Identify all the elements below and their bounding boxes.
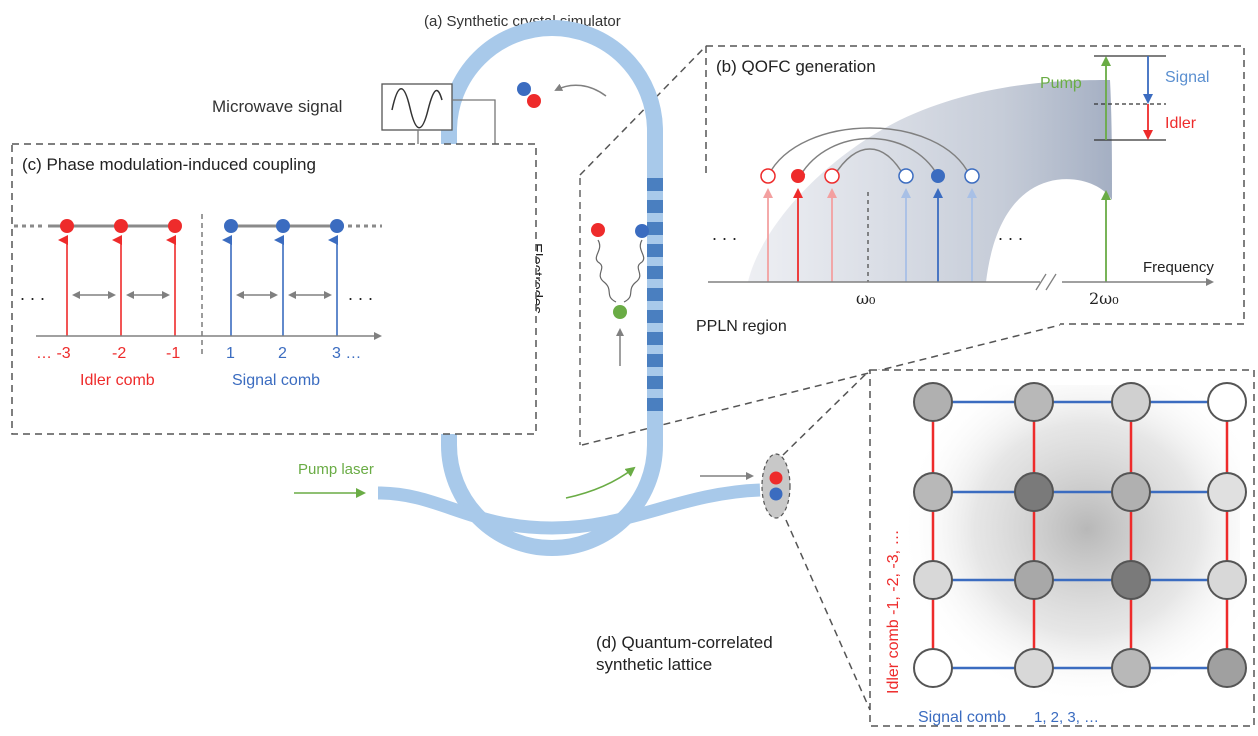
- idler-level-label: Idler: [1165, 115, 1197, 132]
- lattice-node: [913, 560, 953, 600]
- top-signal-photon: [517, 82, 531, 96]
- lattice-node: [1207, 382, 1247, 422]
- omega0-label: ω₀: [856, 289, 875, 308]
- lattice-node: [1014, 382, 1054, 422]
- panel-b: (b) QOFC generation: [705, 45, 1245, 325]
- panel-c-ellipsis-left: . . .: [20, 284, 45, 304]
- lattice-node: [1014, 560, 1054, 600]
- panel-b-ellipsis-left: . . .: [712, 224, 737, 244]
- microwave-label: Microwave signal: [212, 97, 342, 116]
- signal-comb-label: Signal comb: [232, 372, 320, 389]
- lattice-node: [1207, 648, 1247, 688]
- panel-c: (c) Phase modulation-induced coupling . …: [11, 143, 537, 435]
- panel-d-title-2: synthetic lattice: [596, 655, 712, 674]
- idler-tick-label: -1: [166, 345, 180, 362]
- frequency-label: Frequency: [1143, 259, 1214, 276]
- panel-c-ellipsis-right: . . .: [348, 284, 373, 304]
- ppln-segments: [647, 178, 663, 411]
- signal-node: [330, 219, 344, 233]
- idler-tick-label: -2: [112, 345, 126, 362]
- signal-level-label: Signal: [1165, 69, 1209, 86]
- lattice-node: [913, 472, 953, 512]
- synthetic-lattice: [913, 382, 1247, 688]
- idler-node: [114, 219, 128, 233]
- panel-d: Idler comb -1, -2, -3, … Signal comb 1, …: [869, 369, 1255, 727]
- idler-tick-label: … -3: [36, 345, 71, 362]
- top-idler-photon: [527, 94, 541, 108]
- pump-level-label: Pump: [1040, 75, 1082, 92]
- lattice-node: [1014, 648, 1054, 688]
- signal-tick-label: 3 …: [332, 345, 361, 362]
- bus-waveguide: [377, 483, 761, 535]
- signal-node: [276, 219, 290, 233]
- lattice-node: [913, 648, 953, 688]
- lattice-idler-axis: Idler comb -1, -2, -3, …: [885, 530, 902, 695]
- ring-pump-arrow: [565, 466, 636, 499]
- top-curved-arrow: [554, 83, 607, 97]
- lattice-node: [1207, 472, 1247, 512]
- lattice-node: [913, 382, 953, 422]
- idler-node: [60, 219, 74, 233]
- panel-b-title: (b) QOFC generation: [716, 57, 876, 76]
- lattice-node: [1207, 560, 1247, 600]
- lattice-node: [1111, 560, 1151, 600]
- output-signal-photon: [769, 487, 783, 501]
- lattice-signal-values: 1, 2, 3, …: [1034, 709, 1099, 726]
- ppln-label: PPLN region: [696, 318, 787, 335]
- spdc-illustration: [591, 223, 649, 366]
- zoom-lines-b: [579, 45, 1061, 446]
- idler-node: [168, 219, 182, 233]
- spectrum-fan: [748, 80, 1112, 282]
- lattice-signal-axis: Signal comb: [918, 709, 1006, 726]
- two-omega0-label: 2ω₀: [1089, 289, 1119, 308]
- lattice-node: [1111, 382, 1151, 422]
- lattice-node: [1111, 648, 1151, 688]
- pump-laser-label: Pump laser: [298, 461, 374, 478]
- panel-c-title: (c) Phase modulation-induced coupling: [22, 155, 316, 174]
- panel-d-title-1: (d) Quantum-correlated: [596, 633, 773, 652]
- signal-tick-label: 1: [226, 345, 235, 362]
- signal-node: [224, 219, 238, 233]
- microwave-source: [381, 83, 496, 150]
- lattice-node: [1111, 472, 1151, 512]
- output-idler-photon: [769, 471, 783, 485]
- output-pair-ellipse: [761, 453, 791, 519]
- zoom-lines-d: [782, 369, 871, 711]
- signal-tick-label: 2: [278, 345, 287, 362]
- lattice-node: [1014, 472, 1054, 512]
- idler-comb-label: Idler comb: [80, 372, 155, 389]
- panel-b-ellipsis-right: . . .: [998, 224, 1023, 244]
